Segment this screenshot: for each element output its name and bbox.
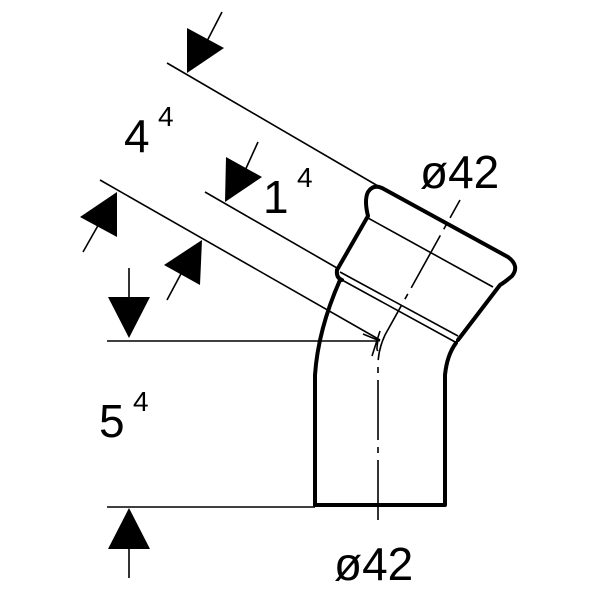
socket-lip (334, 268, 344, 282)
dim-bottom-diameter: ø42 (334, 538, 413, 590)
bead-line-1 (339, 271, 459, 337)
arrow-height-bottom (108, 508, 150, 578)
dim-socket-value: 1 (263, 171, 289, 223)
pipe-fitting (313, 184, 518, 520)
socket-outline (335, 184, 518, 342)
extension-line-socket (204, 191, 338, 269)
extension-line-overall (166, 62, 379, 187)
arrow-overall-bottom (80, 192, 117, 253)
bead-line-2 (341, 279, 458, 344)
extension-line-origin (99, 179, 381, 341)
arrow-origin-right (362, 330, 381, 357)
dim-height-value: 5 (99, 395, 125, 447)
dim-socket-sup: 4 (297, 162, 313, 193)
arrow-overall-top (187, 11, 224, 73)
pipe-body (313, 278, 458, 507)
dim-height-sup: 4 (133, 386, 149, 417)
arrow-height-top (108, 268, 150, 338)
arrow-socket-bottom (164, 240, 202, 301)
centerline (377, 199, 461, 520)
arrow-socket-depth (225, 141, 262, 202)
dim-overall-sup: 4 (158, 101, 174, 132)
dim-top-diameter: ø42 (420, 146, 499, 198)
dim-overall-value: 4 (124, 110, 150, 162)
